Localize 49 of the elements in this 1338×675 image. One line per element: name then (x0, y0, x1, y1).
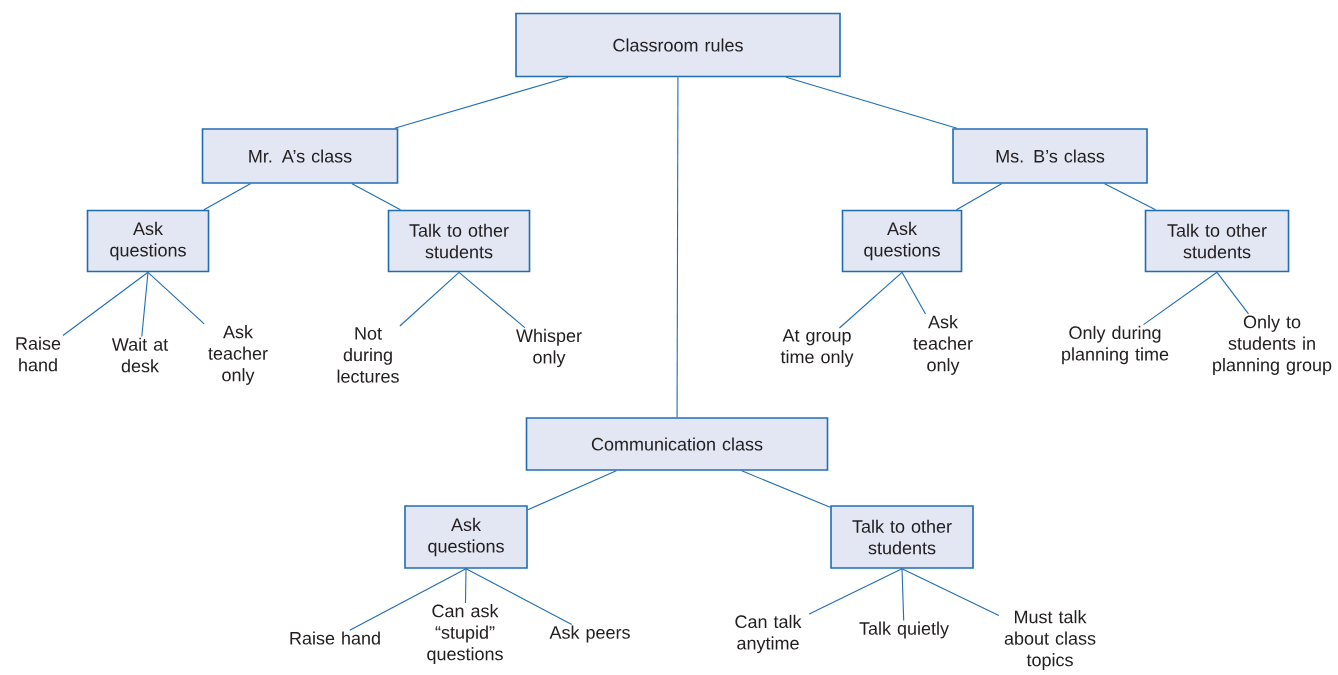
connector-line (465, 568, 573, 625)
leaf-text: Whisper only (516, 328, 582, 368)
connector-line (901, 568, 905, 621)
leaf-text: Wait at desk (111, 337, 169, 373)
leaf-text: Can talk anytime (735, 614, 802, 654)
connector-line (141, 271, 149, 337)
connector-line (349, 568, 467, 631)
leaf-text: Only during planning time (1062, 325, 1169, 365)
leaf-text: At group time only (780, 329, 854, 367)
leaf-text: Only to students in planning group (1213, 315, 1332, 375)
connector-line (785, 76, 958, 129)
connector-line (399, 271, 460, 327)
connector-line (901, 271, 927, 315)
category-box: Classroom rules (515, 12, 841, 78)
connector-line (741, 470, 831, 508)
connector-line (351, 183, 401, 211)
connector-line (394, 76, 569, 129)
category-box: Talk to other students (387, 209, 531, 273)
leaf-text: Talk quietly (859, 621, 949, 639)
leaf-text: Not during lectures (337, 327, 399, 383)
connector-line (955, 183, 1003, 211)
category-box: Mr. A’s class (201, 128, 399, 184)
category-box: Talk to other students (830, 505, 974, 569)
connector-line (458, 271, 526, 329)
category-box: Ask questions (404, 505, 528, 569)
connector-line (808, 568, 903, 615)
category-box: Talk to other students (1144, 209, 1290, 273)
connector-line (464, 568, 467, 604)
connector-line (1143, 271, 1218, 326)
leaf-text: Raise hand (16, 336, 61, 372)
leaf-text: Ask peers (549, 625, 630, 643)
leaf-text: Ask teacher only (913, 315, 973, 375)
connector-line (147, 271, 205, 325)
leaf-text: Must talk about class topics (1004, 610, 1096, 670)
connector-line (838, 271, 903, 329)
category-box: Ask questions (841, 209, 963, 273)
category-box: Ask questions (86, 209, 210, 273)
connector-line (901, 568, 1000, 616)
connector-line (527, 470, 617, 511)
leaf-text: Raise hand (290, 631, 380, 645)
leaf-text: Can ask “stupid” questions (427, 604, 503, 664)
connector-line (203, 183, 251, 211)
connector-line (1216, 271, 1250, 315)
connector-line (676, 76, 679, 418)
category-box: Ms. B’s class (952, 128, 1148, 184)
category-box: Communication class (525, 417, 829, 471)
leaf-text: Ask teacher only (208, 325, 268, 385)
connector-line (1104, 183, 1157, 211)
connector-line (62, 271, 149, 336)
